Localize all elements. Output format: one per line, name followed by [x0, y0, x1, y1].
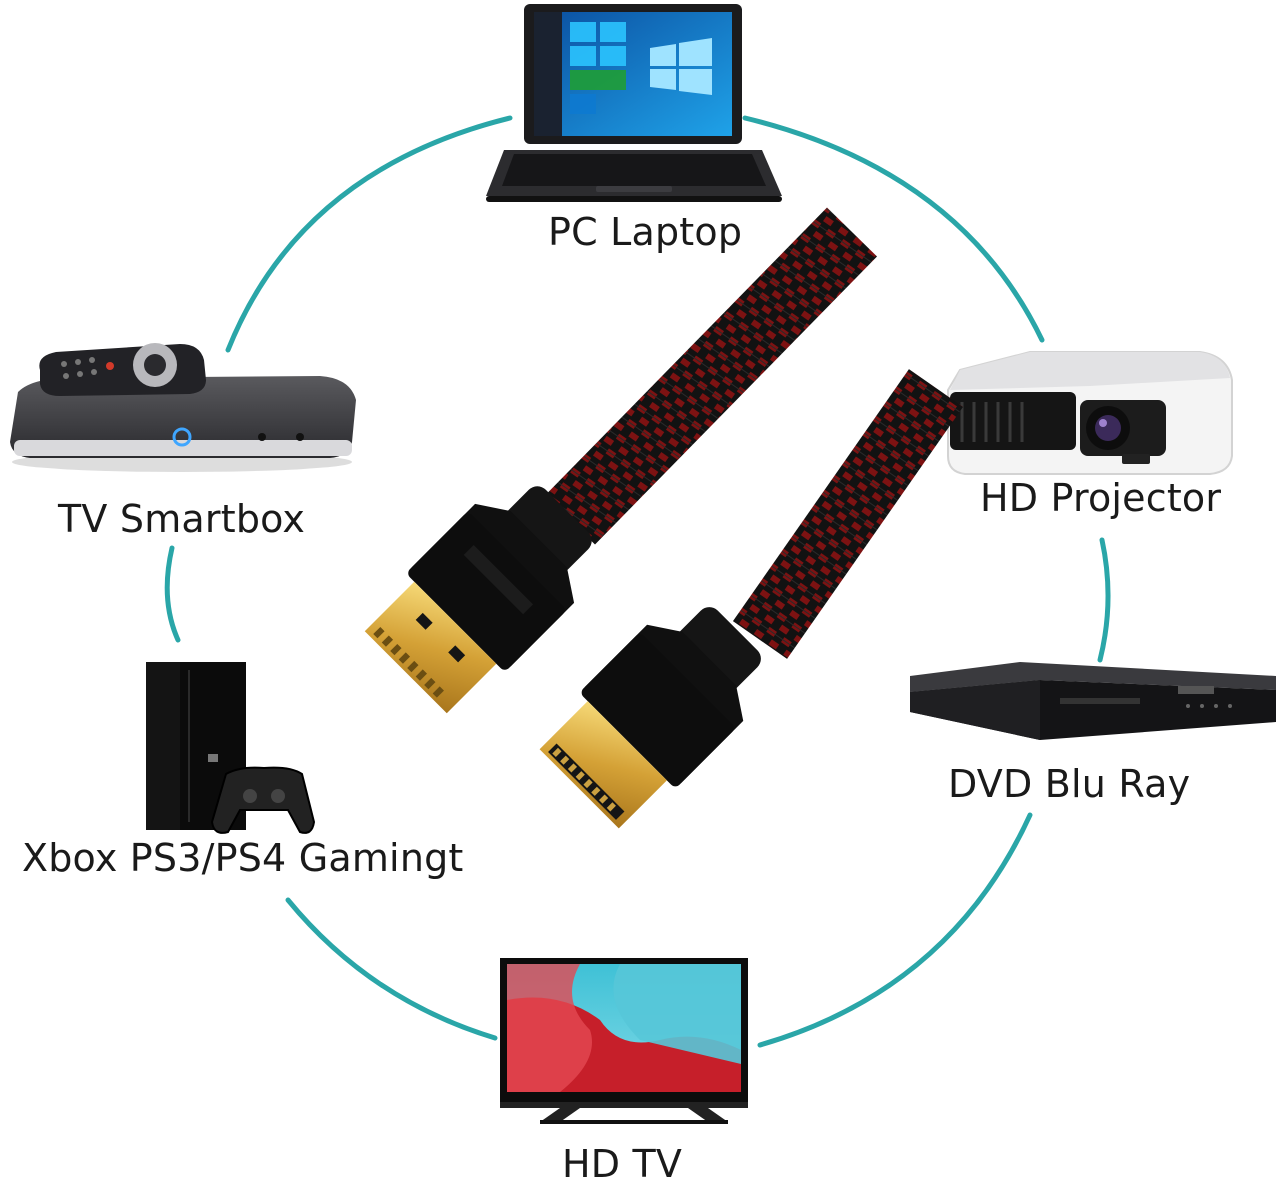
label-hd-tv: HD TV: [562, 1142, 683, 1186]
ring-arc-laptop-smartbox: [225, 115, 513, 353]
hdmi-cable-icon: [364, 207, 964, 829]
ring-arc-xbox-tv: [285, 897, 498, 1041]
blu-ray-player-icon: [910, 662, 1276, 740]
label-game-console: Xbox PS3/PS4 Gamingt: [22, 836, 464, 880]
label-hd-projector: HD Projector: [980, 476, 1222, 520]
label-dvd-blu-ray: DVD Blu Ray: [948, 762, 1191, 806]
ring-arc-projector-dvd: [1097, 537, 1111, 663]
label-tv-smartbox: TV Smartbox: [58, 497, 306, 541]
ring-arc-smartbox-xbox: [164, 545, 181, 643]
connection-ring: [164, 115, 1111, 1048]
ring-arc-laptop-projector: [742, 115, 1045, 343]
projector-icon: [947, 351, 1233, 475]
set-top-box-icon: [10, 343, 356, 472]
label-pc-laptop: PC Laptop: [548, 210, 743, 254]
game-console-icon: [146, 662, 316, 834]
tv-icon: [500, 958, 748, 1124]
ring-arc-dvd-tv: [757, 812, 1033, 1048]
laptop-icon: [486, 4, 782, 202]
